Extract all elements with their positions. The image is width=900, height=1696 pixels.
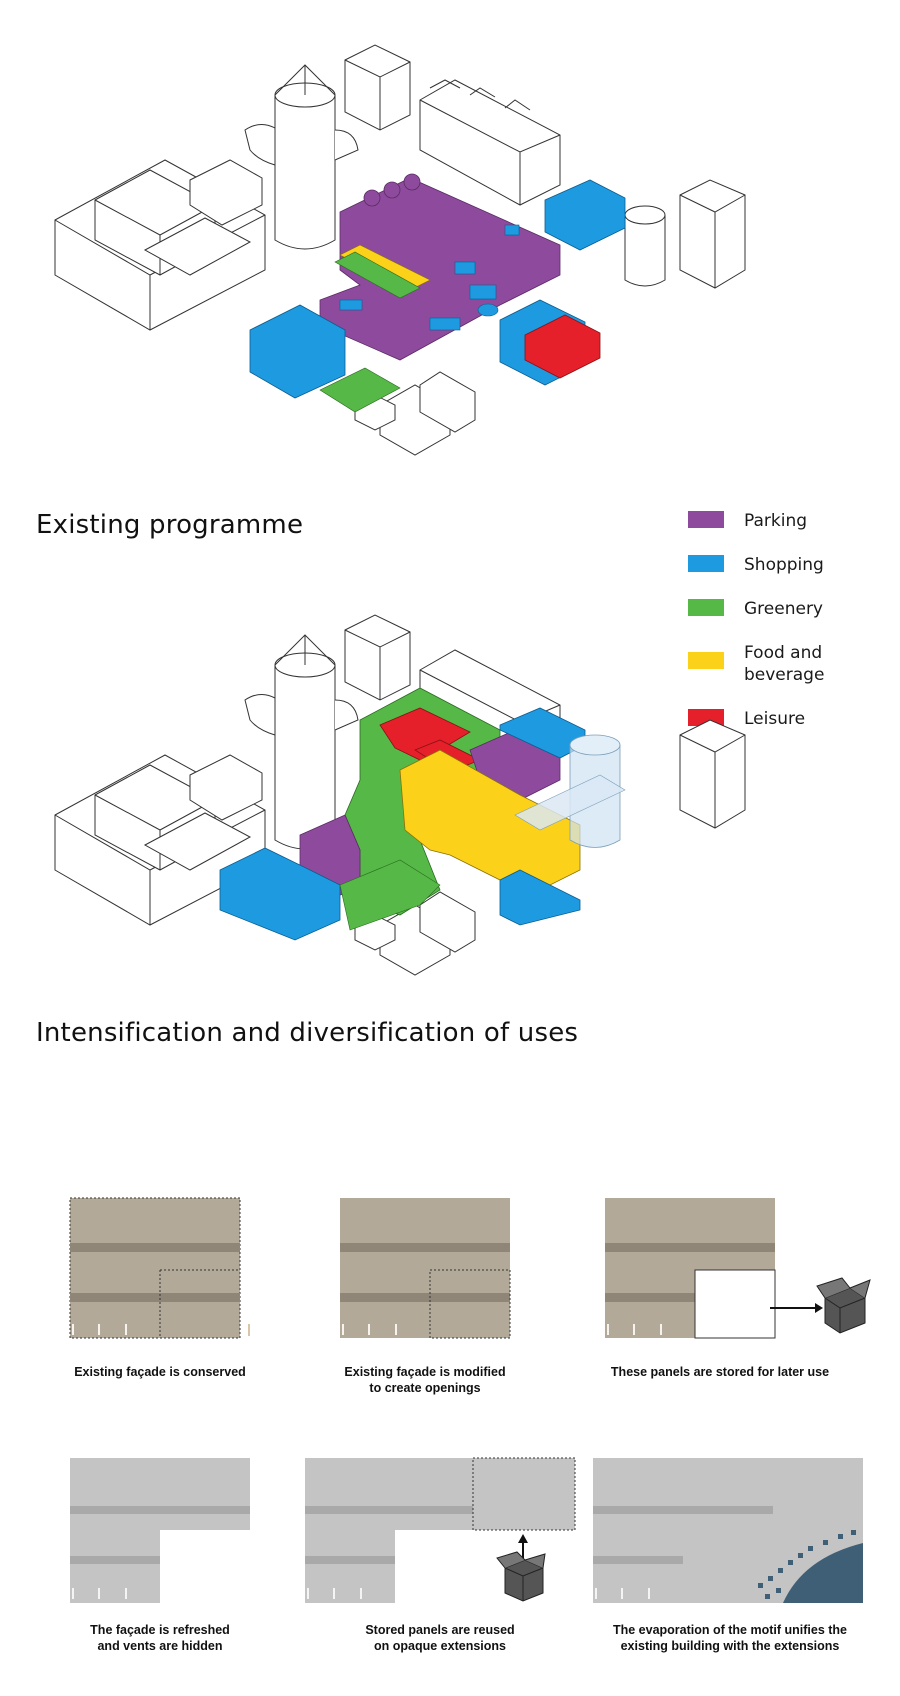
facade-panel-reused [305,1457,576,1603]
intensification-axonometric [54,614,746,976]
existing-programme-axonometric [54,44,746,456]
facade-panel-refreshed [70,1458,250,1603]
legend-item-shopping: Shopping [688,554,854,576]
shopping-swatch [688,555,724,572]
storage-box-icon [496,1551,546,1602]
legend-item-food-and-beverage: Food and beverage [688,642,854,686]
greenery-swatch [688,599,724,616]
existing-parking-area [319,177,561,361]
caption-facade-refreshed: The façade is refreshed and vents are hi… [90,1623,230,1653]
storage-box-icon [816,1277,871,1334]
caption-panels-stored: These panels are stored for later use [610,1365,830,1379]
caption-facade-conserved: Existing façade is conserved [74,1365,246,1379]
facade-panel-conserved [69,1197,250,1339]
legend-label: Leisure [744,709,806,729]
facade-panel-evaporation [593,1458,863,1603]
intensification-heading: Intensification and diversification of u… [36,1018,579,1048]
legend-label: Shopping [744,555,824,575]
caption-motif-evaporation: The evaporation of the motif unifies the… [612,1623,848,1653]
legend-item-parking: Parking [688,510,854,532]
legend-label: Parking [744,511,808,531]
caption-panels-reused: Stored panels are reused on opaque exten… [365,1623,515,1653]
facade-panel-modified [340,1198,511,1339]
food-and-beverage-swatch [688,652,724,669]
legend-item-greenery: Greenery [688,598,854,620]
parking-swatch [688,511,724,528]
existing-programme-heading: Existing programme [36,510,304,540]
caption-facade-modified: Existing façade is modified to create op… [344,1365,506,1395]
legend-label: Food and beverage [744,643,825,685]
facade-panel-stored [605,1198,871,1339]
legend-label: Greenery [744,599,823,619]
